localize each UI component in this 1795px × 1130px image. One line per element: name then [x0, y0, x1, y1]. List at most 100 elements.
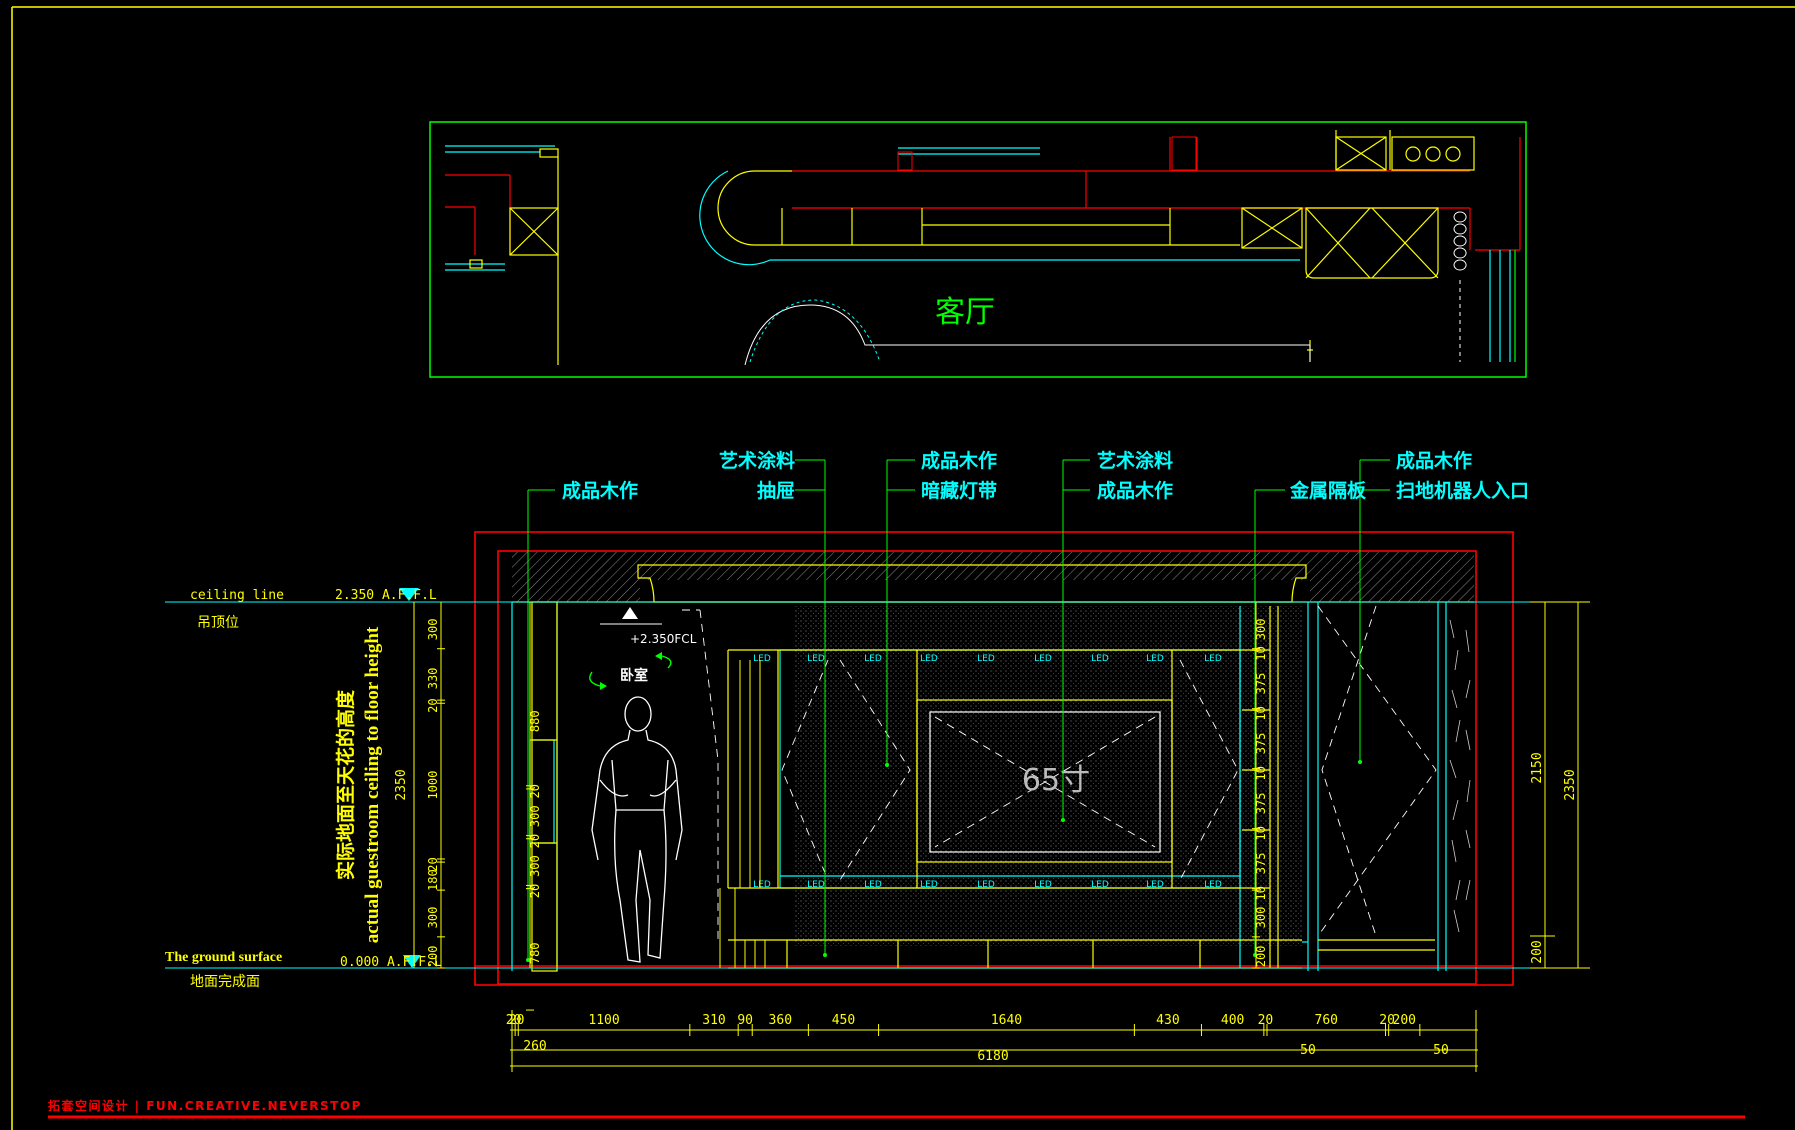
plan-room-label: 客厅	[935, 295, 995, 330]
ceiling-lamp-icon	[600, 607, 662, 625]
dimension-label: 1640	[991, 1013, 1022, 1028]
dimension-label: 780	[528, 942, 542, 964]
dimension-label: 760	[1315, 1013, 1338, 1028]
callout-4-line-1: 艺术涂料	[1097, 449, 1173, 472]
ceiling-cn-label: 吊顶位	[197, 615, 239, 631]
dimension-label: 300	[426, 907, 440, 929]
led-label: LED	[1034, 880, 1052, 890]
rotation-arrow-icon	[589, 652, 672, 690]
dimension-label: 260	[523, 1039, 546, 1054]
led-label: LED	[864, 880, 882, 890]
dimension-label: 10	[1254, 646, 1268, 660]
led-label: LED	[807, 880, 825, 890]
dims-shelf: 300 10 375 10 375 10 375 10 375 10 300 200	[1252, 619, 1268, 969]
plan-view: 客厅	[429, 121, 1527, 378]
led-label: LED	[1204, 880, 1222, 890]
dim-right-2350: 2350	[1563, 769, 1578, 800]
led-label: LED	[1091, 880, 1109, 890]
dimension-label: 20	[426, 698, 440, 712]
dimension-label: 1100	[588, 1013, 619, 1028]
led-labels: LED LED LED LED LED LED LED LED LED LED LED LED LED L…	[753, 654, 1222, 890]
dimension-label: 10	[1254, 766, 1268, 780]
callout-4-line-2: 成品木作	[1097, 479, 1173, 502]
dimension-label: 450	[832, 1013, 855, 1028]
dimension-label: 50	[1300, 1043, 1316, 1058]
dimension-label: 375	[1254, 673, 1268, 695]
dimension-label: 300	[1254, 619, 1268, 641]
led-label: LED	[1204, 654, 1222, 664]
led-label: LED	[977, 654, 995, 664]
dimension-label: 375	[1254, 793, 1268, 815]
led-label: LED	[977, 880, 995, 890]
callout-3-line-2: 暗藏灯带	[921, 479, 997, 502]
led-label: LED	[1034, 654, 1052, 664]
dim-left-total: 2350	[394, 769, 409, 800]
dimension-label: 1000	[426, 771, 440, 800]
dimension-label: 90	[737, 1013, 753, 1028]
callout-labels: 成品木作 艺术涂料 抽屉 成品木作 暗藏灯带 艺术涂料 成品木作 金属隔板 成品…	[562, 449, 1529, 502]
dimension-label: 20	[528, 884, 542, 898]
dimension-label: 310	[702, 1013, 725, 1028]
dimension-label: 300	[426, 619, 440, 641]
callout-3-line-1: 成品木作	[921, 449, 997, 472]
dimension-label: 20	[426, 857, 440, 871]
led-label: LED	[1146, 880, 1164, 890]
dimension-label: 300	[528, 855, 542, 877]
led-label: LED	[753, 880, 771, 890]
dimension-label: 300	[528, 805, 542, 827]
fcl-level-label: +2.350FCL	[630, 632, 697, 646]
led-label: LED	[1091, 654, 1109, 664]
ground-en-label: The ground surface	[165, 950, 282, 965]
dimension-label: 200	[1254, 946, 1268, 968]
dimension-label: 300	[1254, 907, 1268, 929]
led-label: LED	[920, 880, 938, 890]
dim-right-2150: 2150	[1530, 752, 1545, 783]
dimension-label: 20	[1258, 1013, 1274, 1028]
dimension-label: 330	[426, 668, 440, 690]
led-label: LED	[753, 654, 771, 664]
dimension-label: 375	[1254, 733, 1268, 755]
drawing-frame	[11, 6, 1795, 1130]
elevation-view: LED LED LED LED LED LED LED LED LED LED LED LED LED L…	[165, 449, 1590, 1072]
bedroom-label: 卧室	[620, 667, 648, 684]
footer: 拓套空间设计 | FUN.CREATIVE.NEVERSTOP	[48, 1098, 1745, 1119]
dimension-label: 400	[1221, 1013, 1244, 1028]
dimension-label: 200	[1393, 1013, 1416, 1028]
callout-6-line-2: 扫地机器人入口	[1396, 479, 1529, 502]
callout-6-line-1: 成品木作	[1396, 449, 1472, 472]
ceiling-line-label: ceiling line	[190, 588, 284, 603]
dimension-label: 20	[509, 1013, 525, 1028]
tv-size-label: 65寸	[1022, 763, 1090, 798]
dimension-label: 20	[528, 834, 542, 848]
dim-bottom-total: 6180	[977, 1049, 1008, 1064]
dimension-label: 880	[528, 710, 542, 732]
dimension-label: 430	[1156, 1013, 1179, 1028]
height-en-label: actual guestroom ceiling to floor height	[362, 626, 383, 943]
led-label: LED	[920, 654, 938, 664]
callout-2-line-2: 抽屉	[757, 479, 795, 502]
callout-2-line-1: 艺术涂料	[719, 449, 795, 472]
ground-cn-label: 地面完成面	[190, 974, 260, 990]
dimension-label: 375	[1254, 853, 1268, 875]
height-cn-label: 实际地面至天花的高度	[334, 689, 357, 880]
dimension-label: 10	[1254, 706, 1268, 720]
dimension-label: 200	[426, 946, 440, 968]
led-label: LED	[1146, 654, 1164, 664]
callout-5-line-1: 金属隔板	[1289, 479, 1367, 502]
led-label: LED	[864, 654, 882, 664]
human-figure-icon	[591, 696, 683, 963]
dimension-label: 180	[426, 869, 440, 891]
dimension-label: 50	[1433, 1043, 1449, 1058]
dimension-label: 20	[1379, 1013, 1395, 1028]
dimension-label: 360	[769, 1013, 792, 1028]
dim-right-200: 200	[1530, 940, 1545, 963]
dimension-label: 20	[506, 1013, 522, 1028]
ground-level-label: 0.000 A.F.F.L	[340, 955, 442, 970]
dimension-label: 10	[1254, 826, 1268, 840]
footer-brand: 拓套空间设计 | FUN.CREATIVE.NEVERSTOP	[48, 1098, 362, 1113]
ceiling-level-label: 2.350 A.F.F.L	[335, 588, 437, 603]
dimension-label: 10	[1254, 886, 1268, 900]
